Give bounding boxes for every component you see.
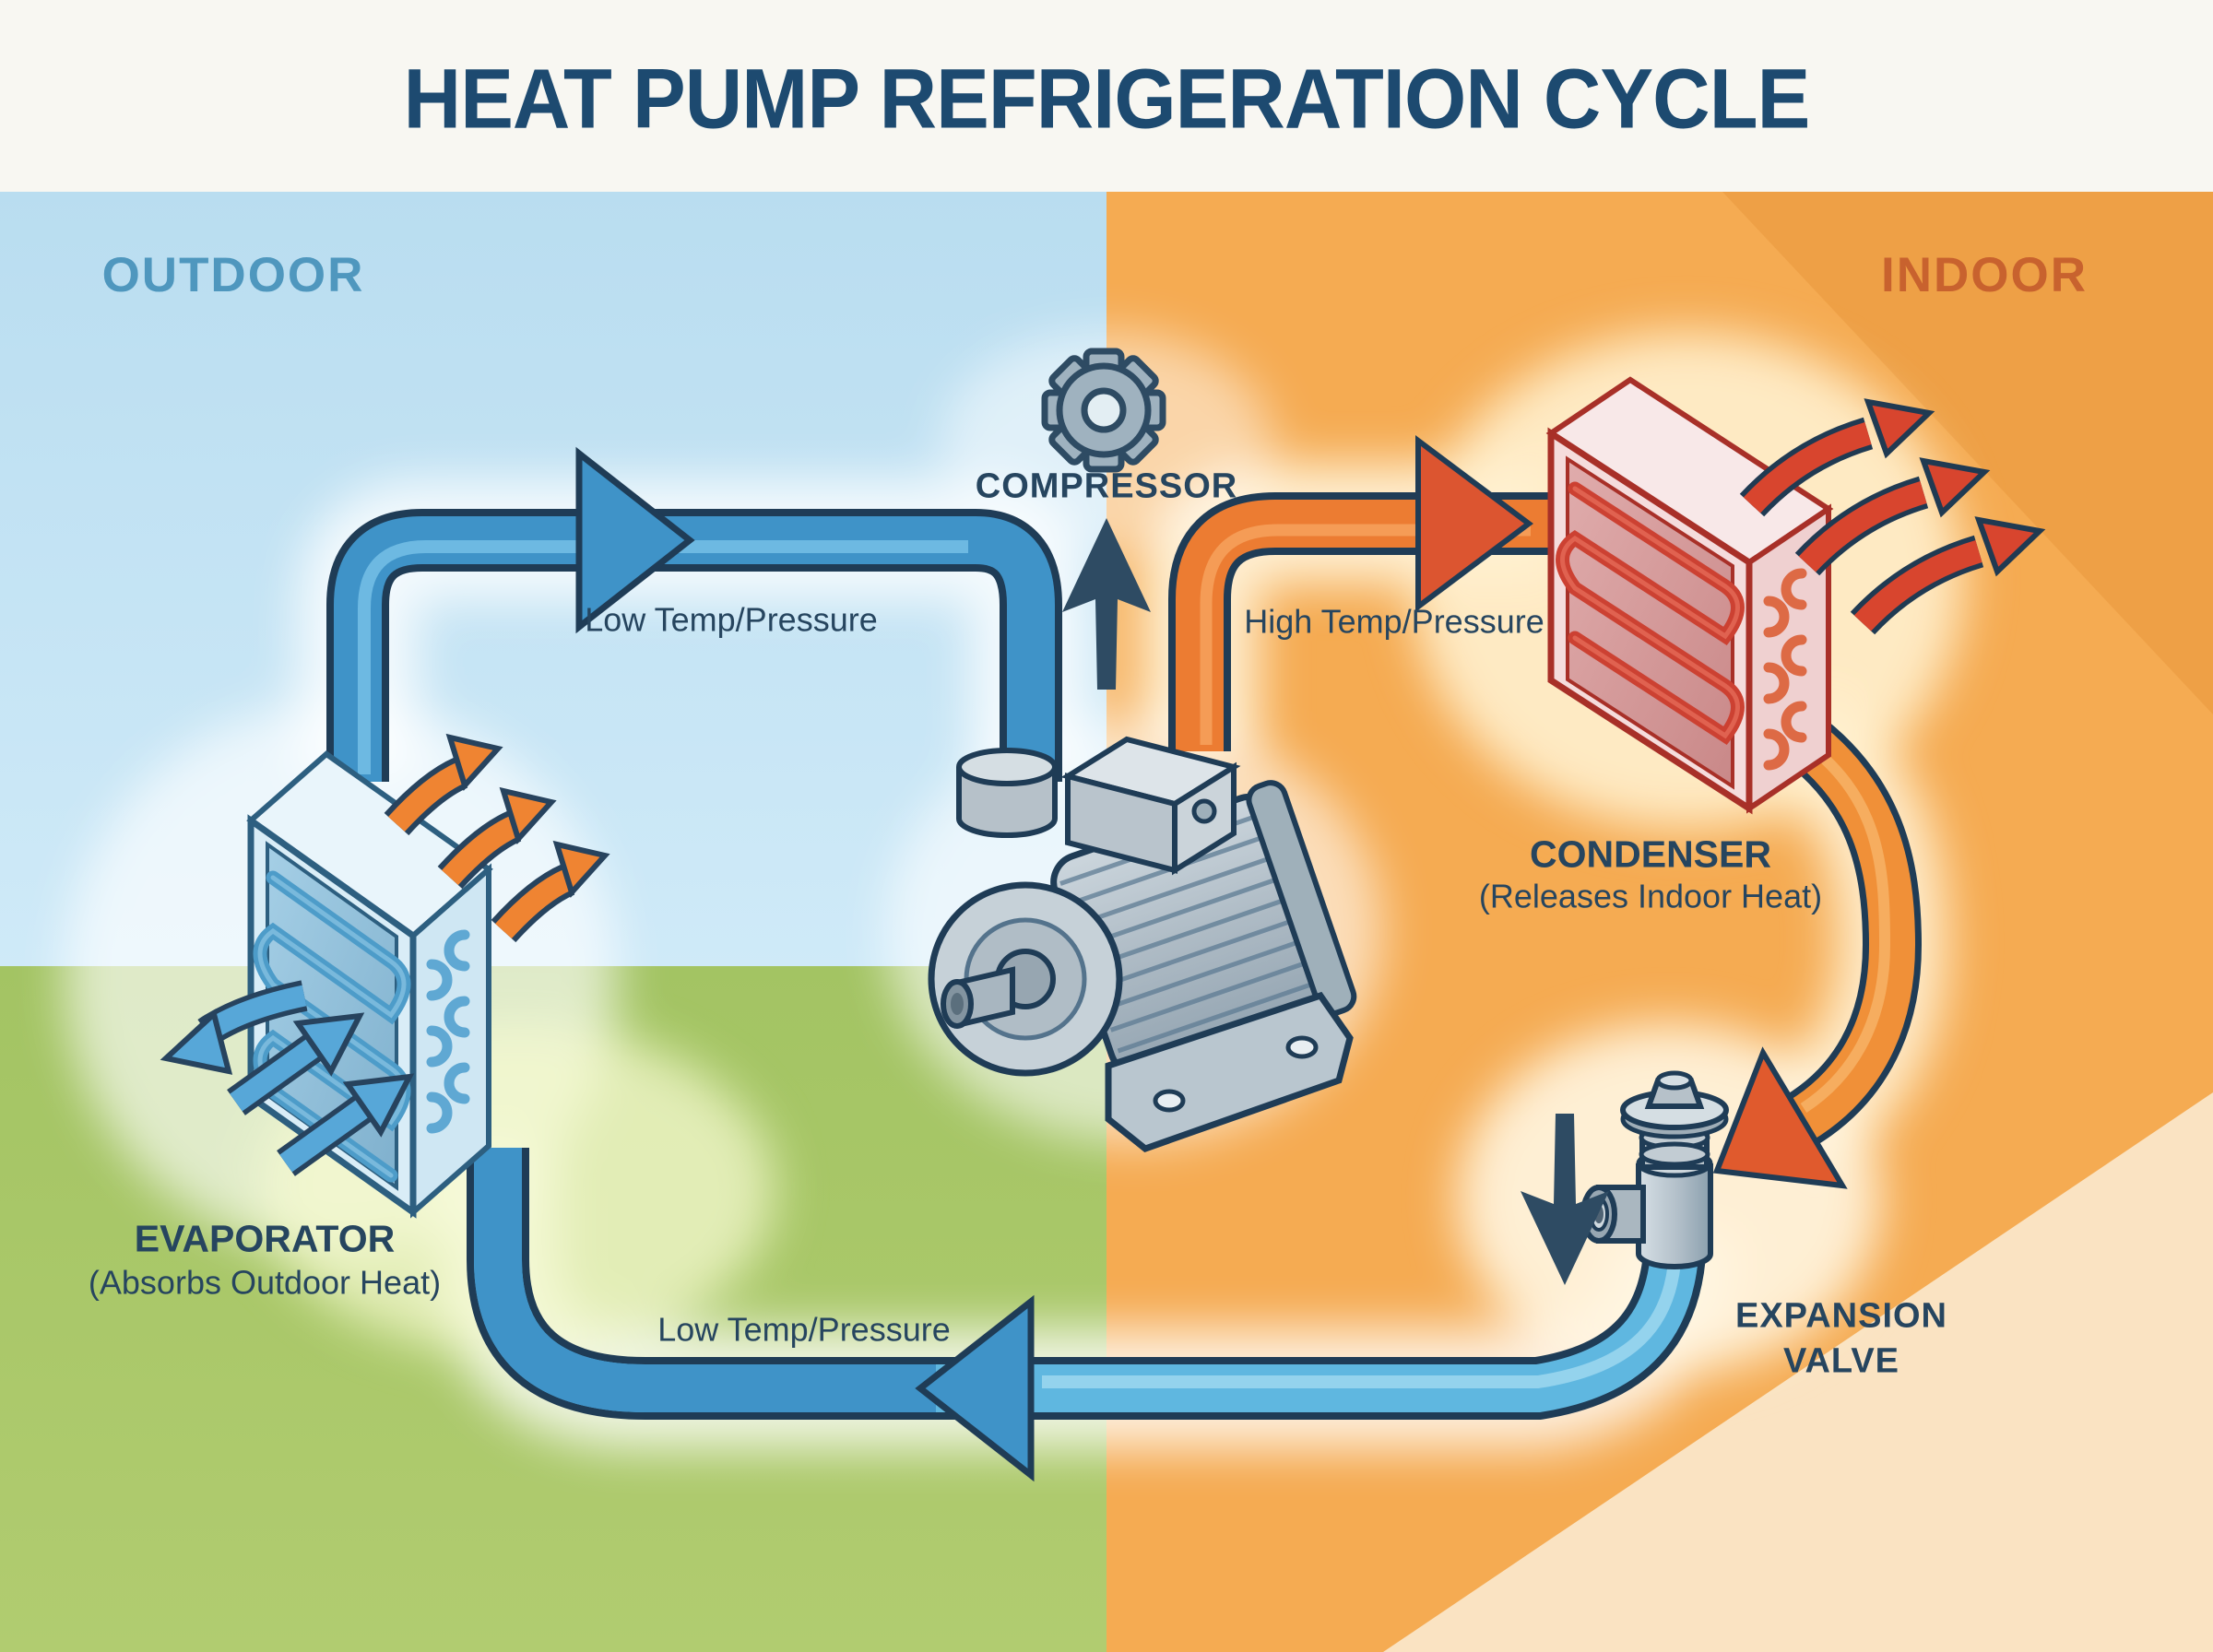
suction-flow-arrowhead (575, 446, 695, 634)
evaporator-side-tubes (426, 929, 470, 1134)
evaporator-air-arrows (160, 980, 415, 1176)
compressor-body (1050, 780, 1357, 1078)
evaporator (160, 733, 610, 1219)
return-pipe (467, 1148, 1707, 1482)
heat-arrow-icon (437, 786, 557, 890)
condenser-label: CONDENSER (1530, 832, 1771, 876)
compressor-end-disc (928, 881, 1123, 1077)
evaporator-label: EVAPORATOR (134, 1217, 396, 1260)
evaporator-sublabel: (Absorbs Outdoor Heat) (88, 1263, 442, 1302)
condenser (1545, 376, 2046, 815)
suction-pipe (326, 446, 1062, 782)
indoor-floor-wedge (1383, 1092, 2213, 1652)
hot-air-arrow-icon (1850, 516, 2046, 635)
flow-up-arrow-icon (1062, 518, 1151, 690)
compressor-junction-box (1060, 736, 1241, 876)
discharge-flow-arrowhead (1415, 435, 1533, 612)
title-band (0, 0, 2213, 194)
expansion-valve-label-line2: VALVE (1782, 1341, 1900, 1381)
discharge-pipe-label: High Temp/Pressure (1244, 602, 1544, 641)
return-flow-arrowhead (915, 1294, 1035, 1482)
condenser-side-tubes (1763, 568, 1807, 771)
outdoor-zone-label: OUTDOOR (101, 247, 365, 302)
compressor-base-feet (1105, 991, 1354, 1152)
liquid-flow-arrowhead (1712, 1046, 1848, 1189)
condenser-sublabel: (Releases Indoor Heat) (1478, 877, 1823, 915)
suction-pipe-label: Low Temp/Pressure (585, 600, 878, 639)
flow-down-arrow-icon (1521, 1114, 1609, 1285)
cold-air-out-arrow-icon (160, 980, 308, 1075)
cold-air-in-arrow-icon (277, 1073, 415, 1176)
condenser-coil-panel (1566, 455, 1734, 790)
compressor-motor (928, 736, 1357, 1152)
hot-air-arrow-icon (1794, 457, 1991, 576)
valve-body (1636, 1163, 1713, 1269)
indoor-wall-corner-shade (1722, 192, 2213, 714)
heat-arrow-icon (384, 733, 503, 836)
heat-arrow-icon (491, 840, 610, 943)
expansion-valve-label-line1: EXPANSION (1734, 1296, 1948, 1336)
return-pipe-label: Low Temp/Pressure (657, 1310, 951, 1349)
hot-air-arrow-icon (1739, 398, 1935, 517)
gear-icon (1041, 348, 1166, 473)
discharge-pipe (1168, 435, 1556, 751)
compressor-label: COMPRESSOR (975, 466, 1238, 506)
evaporator-heat-out-arrows (384, 733, 610, 943)
page-title: HEAT PUMP REFRIGERATION CYCLE (403, 52, 1811, 147)
liquid-line-pipe (1712, 705, 1923, 1189)
indoor-zone-label: INDOOR (1881, 247, 2088, 302)
cold-air-in-arrow-icon (227, 1012, 365, 1115)
compressor-shaft (941, 966, 1015, 1029)
condenser-heat-out-arrows (1739, 398, 2046, 635)
